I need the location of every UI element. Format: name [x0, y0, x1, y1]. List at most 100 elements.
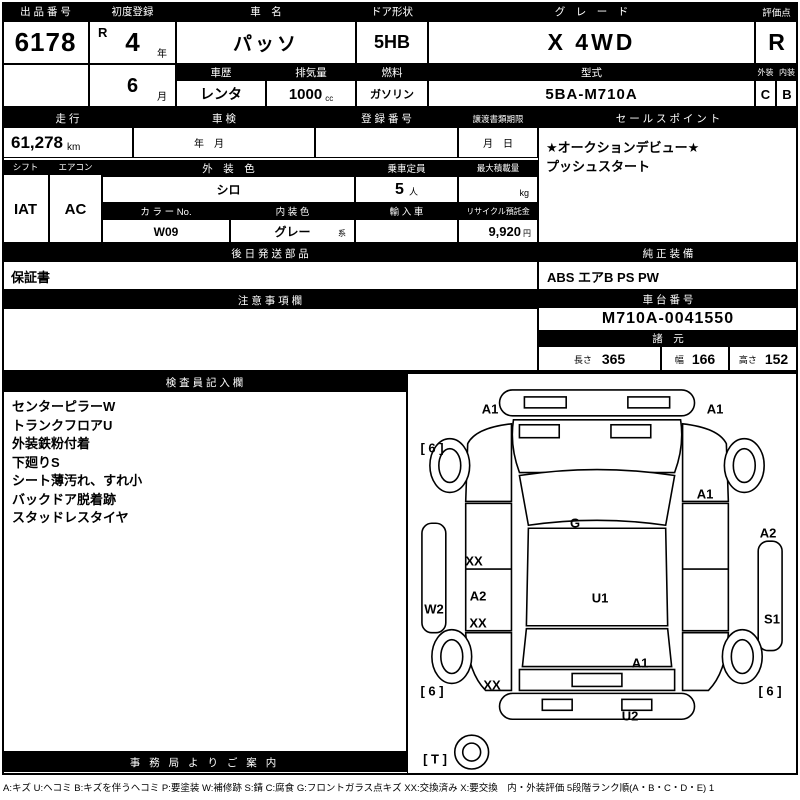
door-shape-value: 5HB: [356, 21, 428, 64]
left-sill-shape: [421, 522, 447, 634]
diagram-label-spare-tire: [ T ]: [423, 751, 447, 767]
sales-point-line: ★オークションデビュー★: [546, 140, 700, 155]
interior-grade-value: B: [776, 80, 798, 108]
caution-notes-header: 注 意 事 項 欄: [2, 292, 538, 308]
rear-reflector-right: [621, 698, 653, 712]
car-name-header: 車 名: [176, 2, 356, 21]
interior-grade-header: 内装: [776, 64, 798, 80]
diagram-label-rear-left-tire-tread: [ 6 ]: [420, 683, 444, 699]
rear-right-wheel-rim: [730, 638, 755, 675]
section-divider: [2, 106, 798, 110]
shift-value: IAT: [2, 174, 49, 244]
first-registration-month-cell: 6 月: [89, 64, 176, 108]
model-code-header: 型式: [428, 64, 755, 80]
color-number-value: W09: [102, 219, 230, 244]
inspector-note: トランクフロアU: [12, 417, 113, 433]
imported-car-value: [355, 219, 458, 244]
inspector-note: 外装鉄粉付着: [12, 436, 91, 451]
rear-bumper-shape: [498, 692, 696, 721]
transfer-deadline-value: 月 日: [458, 127, 538, 158]
width-cell: 幅 166: [661, 346, 729, 372]
inspector-note: 下廻りS: [12, 454, 60, 470]
transfer-deadline-header: 譲渡書類期限: [458, 110, 538, 127]
chassis-number-value: M710A-0041550: [538, 307, 798, 331]
inspector-note: センターピラーW: [12, 399, 116, 414]
registration-year: 4: [125, 27, 140, 57]
exterior-grade-header: 外装: [755, 64, 776, 80]
interior-color-header: 内 装 色: [230, 203, 355, 219]
capacity-value-cell: 5 人: [355, 176, 458, 203]
diagram-label-rear-left-door: A2: [469, 588, 487, 604]
diagram-label-windshield: G: [569, 515, 581, 531]
front-right-fender-shape: [681, 422, 730, 503]
displacement-unit: cc: [325, 94, 334, 103]
inspector-note: スタッドレスタイヤ: [12, 510, 129, 525]
width-label: 幅: [674, 354, 684, 365]
rear-right-fender-shape: [681, 631, 730, 692]
diagram-label-rear-panel: A1: [631, 655, 649, 671]
car-name-value: パッソ: [176, 21, 356, 64]
office-information-header: 事 務 局 よ り ご 案 内: [2, 752, 407, 772]
headlight-left: [518, 423, 561, 439]
displacement-header: 排気量: [266, 64, 356, 80]
displacement-value: 1000: [288, 85, 323, 103]
windshield-shape: [518, 468, 676, 527]
exterior-color-header: 外 装 色: [102, 160, 355, 176]
registration-number-header: 登 録 番 号: [315, 110, 458, 127]
mileage-unit: km: [67, 142, 81, 153]
first-registration-year-cell: R 4 年: [89, 21, 176, 64]
recycle-deposit-value: 9,920: [488, 224, 521, 239]
height-value: 152: [764, 351, 789, 367]
model-code-value: 5BA-M710A: [428, 80, 755, 108]
sales-point-line: プッシュスタート: [546, 159, 651, 174]
height-cell: 高さ 152: [729, 346, 798, 372]
displacement-value-cell: 1000 cc: [266, 80, 356, 108]
capacity-header: 乗車定員: [355, 160, 458, 176]
roof-shape: [525, 527, 669, 627]
diagram-label-rear-left-fender: XX: [483, 677, 501, 693]
mileage-value-cell: 61,278 km: [2, 127, 133, 158]
score-value: R: [755, 21, 798, 64]
imported-car-header: 輸 入 車: [355, 203, 458, 219]
diagram-label-rear-right-tire-tread: [ 6 ]: [758, 683, 782, 699]
front-right-wheel-rim: [732, 447, 757, 484]
rear-license-plate: [571, 672, 623, 688]
rear-reflector-left: [541, 698, 573, 712]
front-left-wheel-rim: [438, 447, 462, 484]
diagram-label-left-sill: W2: [424, 601, 444, 617]
fuel-value: ガソリン: [356, 80, 428, 108]
first-registration-header: 初度登録: [89, 2, 176, 21]
caution-notes-area: [2, 308, 538, 372]
length-cell: 長さ 365: [538, 346, 661, 372]
car-expanded-view-diagram: [421, 389, 783, 770]
year-unit: 年: [157, 49, 167, 60]
month-unit: 月: [157, 92, 167, 103]
section-divider: [2, 370, 798, 373]
later-shipped-parts-header: 後 日 発 送 部 品: [2, 245, 538, 261]
aircon-header: エアコン: [49, 160, 102, 174]
lot-number-header: 出 品 番 号: [2, 2, 89, 21]
rear-window-shape: [521, 627, 673, 668]
era-code: R: [98, 25, 108, 40]
spare-tire-rim: [461, 742, 482, 762]
legend-text: A:キズ U:ヘコミ B:キズを伴うヘコミ P:要塗装 W:補修跡 S:錆 C:…: [3, 783, 715, 794]
exterior-color-value: シロ: [102, 176, 355, 203]
right-doors-shape: [681, 502, 730, 632]
diagram-label-front-right-door: A1: [696, 486, 714, 502]
registration-month: 6: [126, 74, 139, 97]
chassis-number-header: 車 台 番 号: [538, 292, 798, 307]
section-divider: [2, 242, 798, 245]
aircon-value: AC: [49, 174, 102, 244]
headlight-right: [610, 423, 652, 439]
inspection-value: 年 月: [133, 127, 315, 158]
later-shipped-parts-value: 保証書: [2, 261, 538, 291]
color-number-header: カ ラ ー No.: [102, 203, 230, 219]
left-doors-shape: [464, 502, 513, 632]
interior-color-suffix: 系: [338, 229, 346, 238]
lot-number-value: 6178: [2, 21, 89, 64]
mileage-header: 走 行: [2, 110, 133, 127]
front-grille-right: [627, 396, 671, 409]
inspector-notes-area: センターピラーW トランクフロアU 外装鉄粉付着 下廻りS シート薄汚れ、すれ小…: [2, 391, 407, 752]
interior-color-value-cell: グレー 系: [230, 219, 355, 244]
